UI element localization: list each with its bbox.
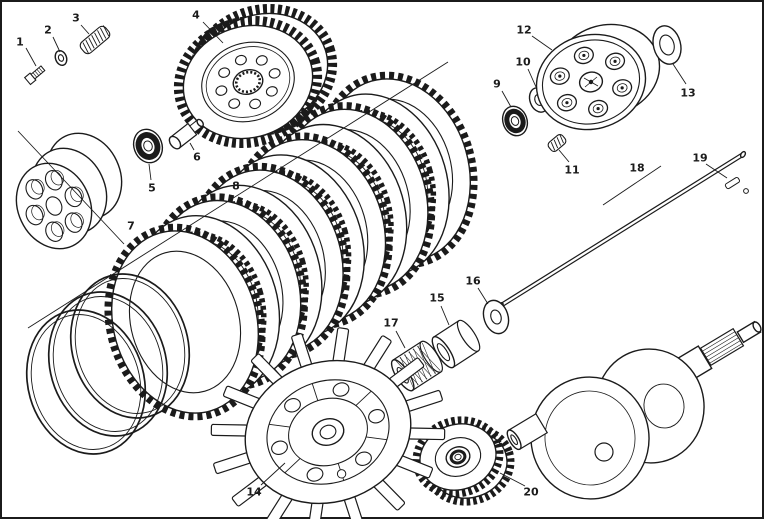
clutch-pushrod bbox=[497, 150, 747, 309]
callout-label-1: 1 bbox=[16, 36, 24, 49]
callout-label-13: 13 bbox=[680, 87, 695, 100]
callout-label-3: 3 bbox=[72, 12, 80, 25]
screw bbox=[23, 65, 46, 86]
clutch-plates-stack bbox=[25, 71, 478, 455]
spring-retainer-drum bbox=[15, 132, 123, 250]
callout-label-11: 11 bbox=[564, 164, 579, 177]
clutch-drum-gear bbox=[173, 3, 338, 149]
spacer-sleeve bbox=[431, 319, 481, 369]
spring-small bbox=[547, 134, 567, 152]
callout-label-10: 10 bbox=[515, 56, 531, 69]
shim-ring bbox=[652, 25, 682, 65]
pushrod-pin bbox=[724, 177, 749, 194]
callout-label-2: 2 bbox=[44, 24, 52, 37]
callout-label-7: 7 bbox=[127, 220, 135, 233]
callout-label-17: 17 bbox=[383, 317, 398, 330]
pressure-plate-assembly bbox=[535, 23, 661, 131]
thrust-washer bbox=[482, 299, 510, 335]
bearing-small bbox=[501, 105, 529, 137]
callout-label-14: 14 bbox=[246, 486, 262, 499]
clutch-basket bbox=[210, 327, 446, 519]
callout-label-9: 9 bbox=[493, 78, 501, 91]
crankshaft bbox=[506, 320, 762, 500]
spacer-bushing bbox=[168, 118, 204, 150]
callout-label-18: 18 bbox=[629, 162, 644, 175]
ball-bearing bbox=[132, 128, 164, 164]
washer-small bbox=[54, 50, 68, 66]
primary-drive-gear bbox=[412, 416, 515, 506]
callout-label-4: 4 bbox=[192, 9, 200, 22]
callout-label-8: 8 bbox=[232, 180, 240, 193]
callout-label-20: 20 bbox=[523, 486, 539, 499]
callout-label-5: 5 bbox=[148, 182, 156, 195]
callout-label-6: 6 bbox=[193, 151, 201, 164]
callout-label-19: 19 bbox=[692, 152, 707, 165]
callout-label-12: 12 bbox=[516, 24, 531, 37]
clutch-spring bbox=[79, 25, 111, 55]
callout-label-15: 15 bbox=[429, 292, 444, 305]
callout-label-16: 16 bbox=[465, 275, 481, 288]
